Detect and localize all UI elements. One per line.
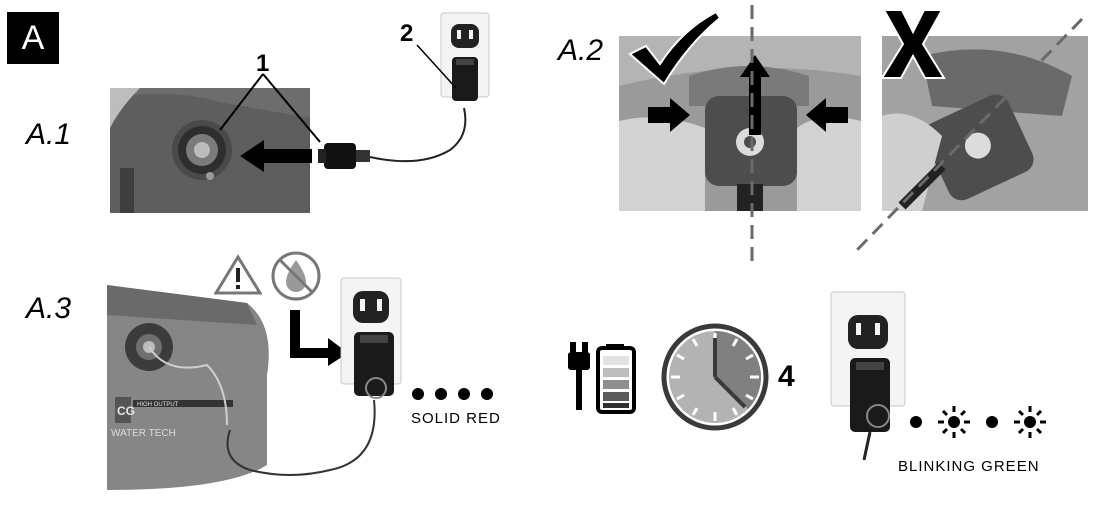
callout-1: 1 bbox=[256, 50, 270, 77]
blink-sun-icon bbox=[938, 406, 970, 438]
section-badge: A bbox=[7, 12, 59, 64]
warning-icon bbox=[214, 254, 262, 295]
charger-plug bbox=[318, 143, 370, 169]
logo-brand: CG bbox=[117, 404, 135, 418]
blinking-green-caption: BLINKING GREEN bbox=[898, 458, 1040, 475]
pull-up-arrow-icon bbox=[740, 55, 770, 135]
insert-arrow-icon bbox=[240, 140, 312, 172]
check-mark-icon bbox=[628, 10, 722, 86]
logo-sub: HIGH OUTPUT bbox=[137, 402, 179, 408]
callout-2: 2 bbox=[400, 20, 414, 47]
clock-icon bbox=[661, 323, 769, 431]
wall-adapter-a1 bbox=[452, 57, 478, 101]
solid-indicator-dots bbox=[412, 388, 493, 400]
charge-hours: 4 bbox=[778, 360, 795, 393]
plug-in-arrow-icon bbox=[290, 310, 348, 366]
solid-red-caption: SOLID RED bbox=[411, 410, 501, 427]
step-label-a1: A.1 bbox=[26, 118, 72, 151]
no-water-icon bbox=[271, 251, 321, 301]
step-label-a3: A.3 bbox=[26, 292, 72, 325]
step-label-a2: A.2 bbox=[558, 34, 604, 67]
wall-adapter-a3 bbox=[354, 332, 394, 399]
wall-adapter-blink bbox=[850, 358, 890, 460]
squeeze-left-arrow-icon bbox=[648, 98, 690, 132]
x-mark-icon bbox=[880, 9, 946, 79]
blink-sun-icon bbox=[1014, 406, 1046, 438]
blink-sequence bbox=[910, 406, 1046, 438]
squeeze-right-arrow-icon bbox=[806, 98, 848, 132]
logo-model: WATER TECH bbox=[111, 428, 176, 439]
diagonal-dashed-line bbox=[854, 17, 1084, 253]
battery-plug-icon bbox=[568, 342, 636, 414]
